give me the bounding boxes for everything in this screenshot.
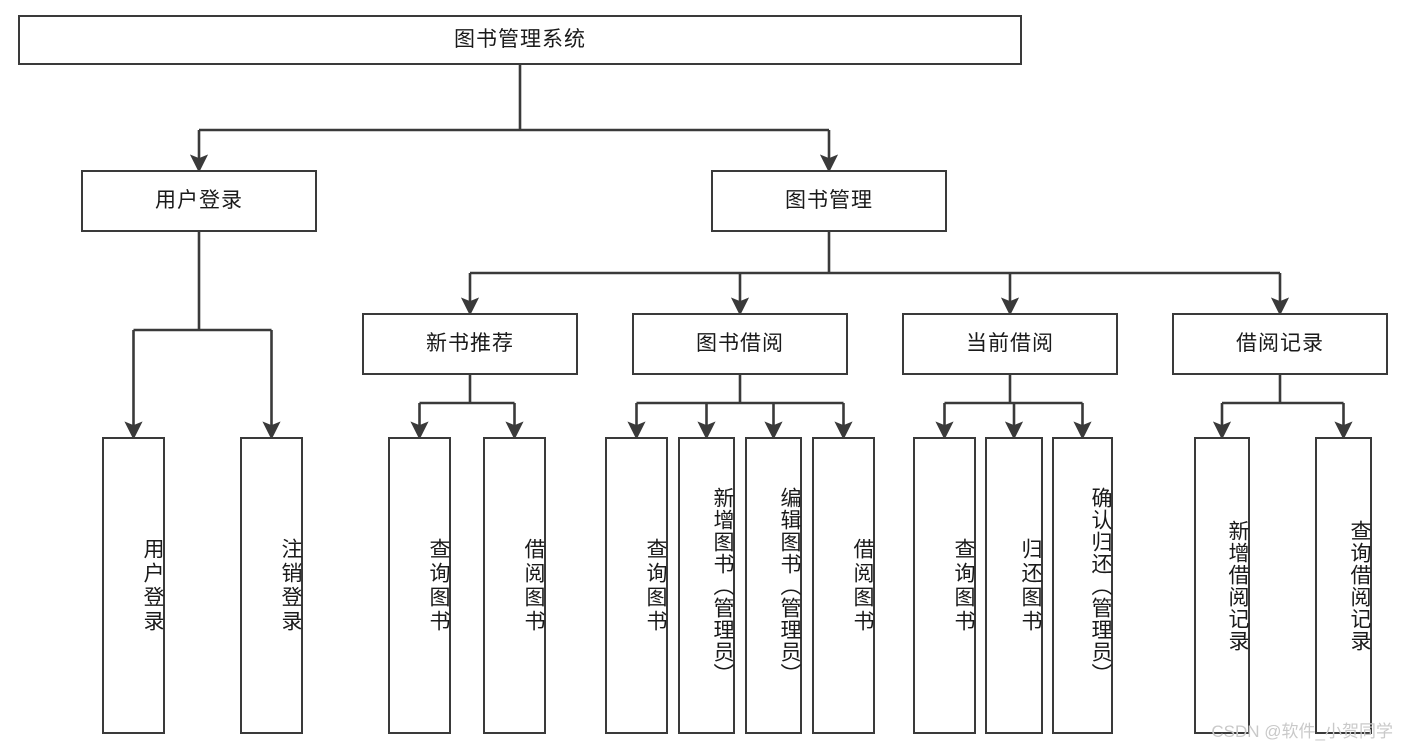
node-l2_0[interactable]: 用户登录 (81, 170, 317, 232)
node-leaf_8[interactable]: 查询图书 (913, 437, 976, 734)
node-root[interactable]: 图书管理系统 (18, 15, 1022, 65)
node-label: 新增借阅记录 (1226, 519, 1249, 652)
node-label: 注销登录 (279, 537, 302, 634)
node-leaf_4[interactable]: 查询图书 (605, 437, 668, 734)
node-label: 借阅图书 (522, 537, 545, 634)
node-l3_1[interactable]: 图书借阅 (632, 313, 848, 375)
node-label: 查询图书 (644, 537, 667, 634)
node-label: 图书管理系统 (454, 28, 586, 52)
node-label: 借阅记录 (1236, 332, 1324, 356)
node-label: 查询图书 (952, 537, 975, 634)
node-leaf_3[interactable]: 借阅图书 (483, 437, 546, 734)
node-label: 用户登录 (141, 537, 164, 634)
node-l3_0[interactable]: 新书推荐 (362, 313, 578, 375)
node-label: 用户登录 (155, 189, 243, 213)
node-label: 新增图书（管理员） (711, 486, 734, 685)
node-leaf_11[interactable]: 新增借阅记录 (1194, 437, 1250, 734)
node-label: 图书借阅 (696, 332, 784, 356)
node-leaf_9[interactable]: 归还图书 (985, 437, 1043, 734)
node-label: 归还图书 (1019, 537, 1042, 634)
node-label: 查询借阅记录 (1348, 519, 1371, 652)
node-leaf_7[interactable]: 借阅图书 (812, 437, 875, 734)
node-l3_3[interactable]: 借阅记录 (1172, 313, 1388, 375)
node-label: 查询图书 (427, 537, 450, 634)
node-leaf_6[interactable]: 编辑图书（管理员） (745, 437, 802, 734)
node-label: 当前借阅 (966, 332, 1054, 356)
node-leaf_5[interactable]: 新增图书（管理员） (678, 437, 735, 734)
node-leaf_2[interactable]: 查询图书 (388, 437, 451, 734)
node-l2_1[interactable]: 图书管理 (711, 170, 947, 232)
node-label: 编辑图书（管理员） (778, 486, 801, 685)
node-leaf_12[interactable]: 查询借阅记录 (1315, 437, 1372, 734)
node-leaf_0[interactable]: 用户登录 (102, 437, 165, 734)
watermark-label: CSDN @软件_小贺同学 (1211, 722, 1393, 741)
node-leaf_10[interactable]: 确认归还（管理员） (1052, 437, 1113, 734)
node-label: 借阅图书 (851, 537, 874, 634)
node-leaf_1[interactable]: 注销登录 (240, 437, 303, 734)
node-l3_2[interactable]: 当前借阅 (902, 313, 1118, 375)
node-label: 图书管理 (785, 189, 873, 213)
node-label: 新书推荐 (426, 332, 514, 356)
node-label: 确认归还（管理员） (1089, 486, 1112, 685)
